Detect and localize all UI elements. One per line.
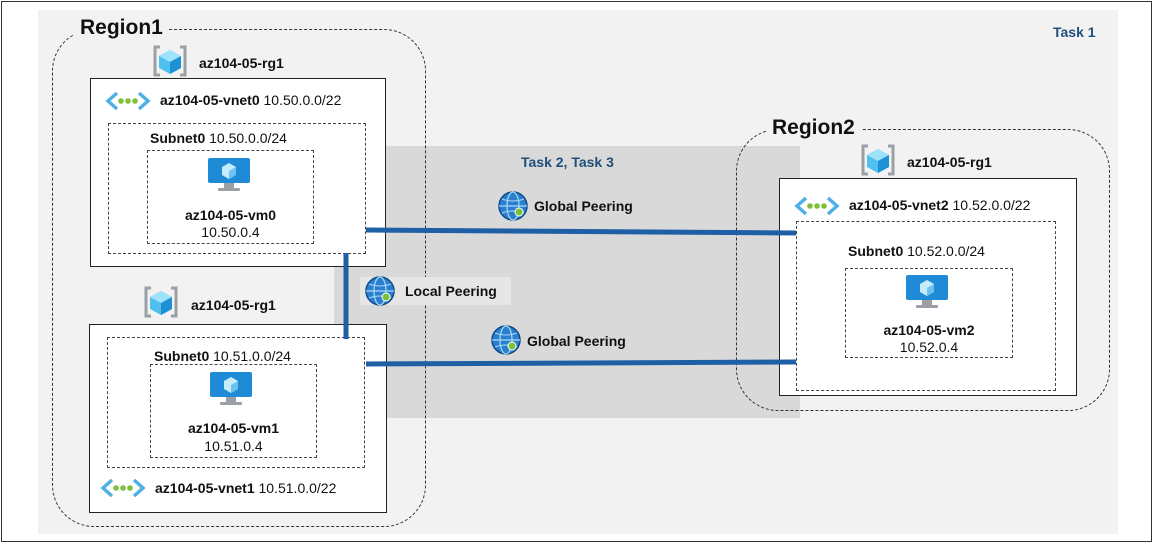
- peering-globe-icon: [498, 191, 528, 221]
- virtual-machine-icon: [906, 275, 948, 308]
- vm1-box: [150, 364, 317, 458]
- vnet2-subnet-name: Subnet0: [848, 243, 904, 259]
- vnet2-subnet-box: [796, 221, 1056, 391]
- vm2-name: az104-05-vm2: [883, 322, 975, 338]
- vnet1-subnet-label: Subnet0 10.51.0.0/24: [154, 348, 291, 364]
- virtual-machine-icon: [208, 158, 250, 191]
- region1-rg-bottom-label: az104-05-rg1: [191, 297, 276, 313]
- region2-label: Region2: [766, 115, 861, 141]
- vnet1-cidr: 10.51.0.0/22: [258, 480, 337, 496]
- resource-group-icon: [861, 144, 895, 176]
- task23-label: Task 2, Task 3: [521, 154, 614, 170]
- vnet2-name: az104-05-vnet2: [849, 197, 949, 213]
- vm2-box: [845, 268, 1013, 358]
- vnet1-subnet-box: [107, 337, 365, 468]
- vnet2-label: az104-05-vnet2 10.52.0.0/22: [849, 197, 1030, 213]
- vnet2-subnet-cidr: 10.52.0.0/24: [907, 243, 985, 259]
- global-peering-top-label: Global Peering: [534, 198, 633, 214]
- vm0-box: [147, 150, 314, 244]
- vnet0-subnet-box: [108, 123, 366, 254]
- vm2-ip: 10.52.0.4: [899, 339, 959, 355]
- vnet1-subnet-cidr: 10.51.0.0/24: [213, 348, 291, 364]
- vm1-ip: 10.51.0.4: [204, 438, 263, 454]
- local-peering-label: Local Peering: [405, 283, 497, 299]
- vnet0-name: az104-05-vnet0: [160, 92, 260, 108]
- global-peering-bottom-label: Global Peering: [527, 333, 626, 349]
- vnet1-subnet-name: Subnet0: [154, 348, 210, 364]
- vnet1-name: az104-05-vnet1: [155, 480, 255, 496]
- peering-globe-icon: [491, 325, 521, 355]
- global-peering-bottom-link: [365, 359, 797, 367]
- vm1-name: az104-05-vm1: [187, 420, 280, 436]
- region2-boundary: [736, 129, 1110, 411]
- vnet-icon: [100, 478, 146, 498]
- vnet0-subnet-name: Subnet0: [150, 130, 206, 146]
- resource-group-icon: [144, 286, 178, 318]
- vnet-icon: [105, 91, 151, 111]
- vnet0-subnet-cidr: 10.50.0.0/24: [209, 130, 287, 146]
- peering-globe-icon: [365, 276, 395, 306]
- vnet2-subnet-label: Subnet0 10.52.0.0/24: [848, 243, 985, 259]
- vnet-icon: [794, 196, 840, 216]
- vm0-name: az104-05-vm0: [184, 207, 277, 223]
- global-peering-top-link: [365, 227, 797, 236]
- region1-rg-top-label: az104-05-rg1: [199, 55, 284, 71]
- vnet0-subnet-label: Subnet0 10.50.0.0/24: [150, 130, 287, 146]
- vnet0-cidr: 10.50.0.0/22: [263, 92, 342, 108]
- resource-group-icon: [153, 45, 187, 77]
- vm0-ip: 10.50.0.4: [201, 224, 260, 240]
- vnet0-label: az104-05-vnet0 10.50.0.0/22: [160, 92, 341, 108]
- vnet1-box: [89, 324, 387, 513]
- region2-rg-label: az104-05-rg1: [907, 154, 992, 170]
- vnet1-label: az104-05-vnet1 10.51.0.0/22: [155, 480, 336, 496]
- vnet2-cidr: 10.52.0.0/22: [952, 197, 1031, 213]
- virtual-machine-icon: [210, 372, 252, 405]
- region1-label: Region1: [74, 15, 169, 41]
- task1-label: Task 1: [1053, 24, 1096, 40]
